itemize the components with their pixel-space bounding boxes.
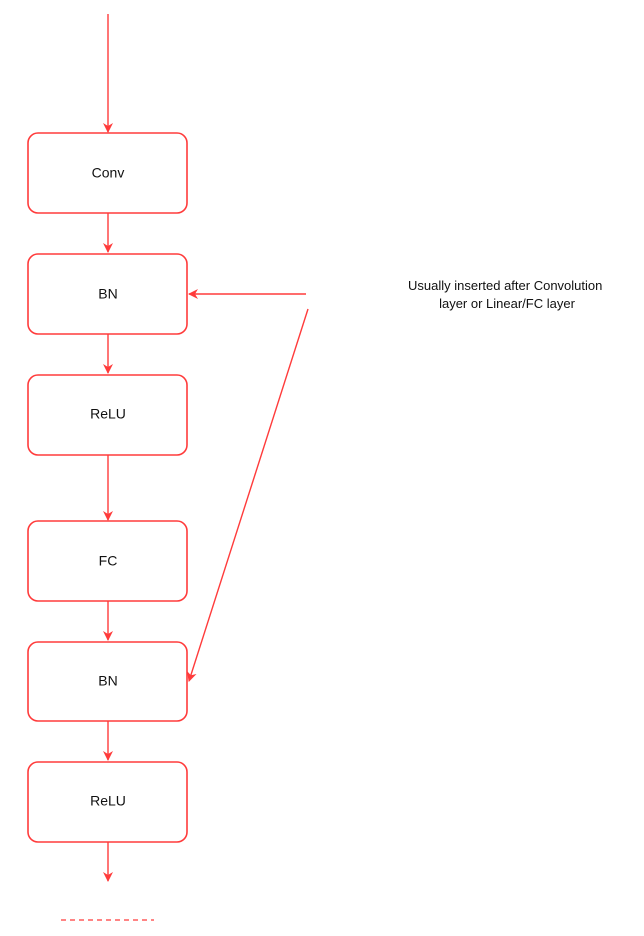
- pointer-to-bn-2: [186, 308, 309, 682]
- node-bn-2-label: BN: [98, 673, 117, 689]
- node-relu-1: ReLU: [27, 374, 188, 456]
- node-conv: Conv: [27, 132, 188, 214]
- node-conv-label: Conv: [92, 165, 125, 181]
- node-bn-2: BN: [27, 641, 188, 722]
- node-fc: FC: [27, 520, 188, 602]
- annotation-line-1: Usually inserted after Convolution: [408, 278, 602, 293]
- node-fc-label: FC: [99, 553, 118, 569]
- node-bn-1-label: BN: [98, 286, 117, 302]
- annotation-line-2: layer or Linear/FC layer: [439, 296, 575, 311]
- node-bn-1: BN: [27, 253, 188, 335]
- node-relu-1-label: ReLU: [90, 406, 126, 422]
- node-relu-2-label: ReLU: [90, 793, 126, 809]
- annotation-text: Usually inserted after Convolution layer…: [408, 278, 606, 311]
- node-relu-2: ReLU: [27, 761, 188, 843]
